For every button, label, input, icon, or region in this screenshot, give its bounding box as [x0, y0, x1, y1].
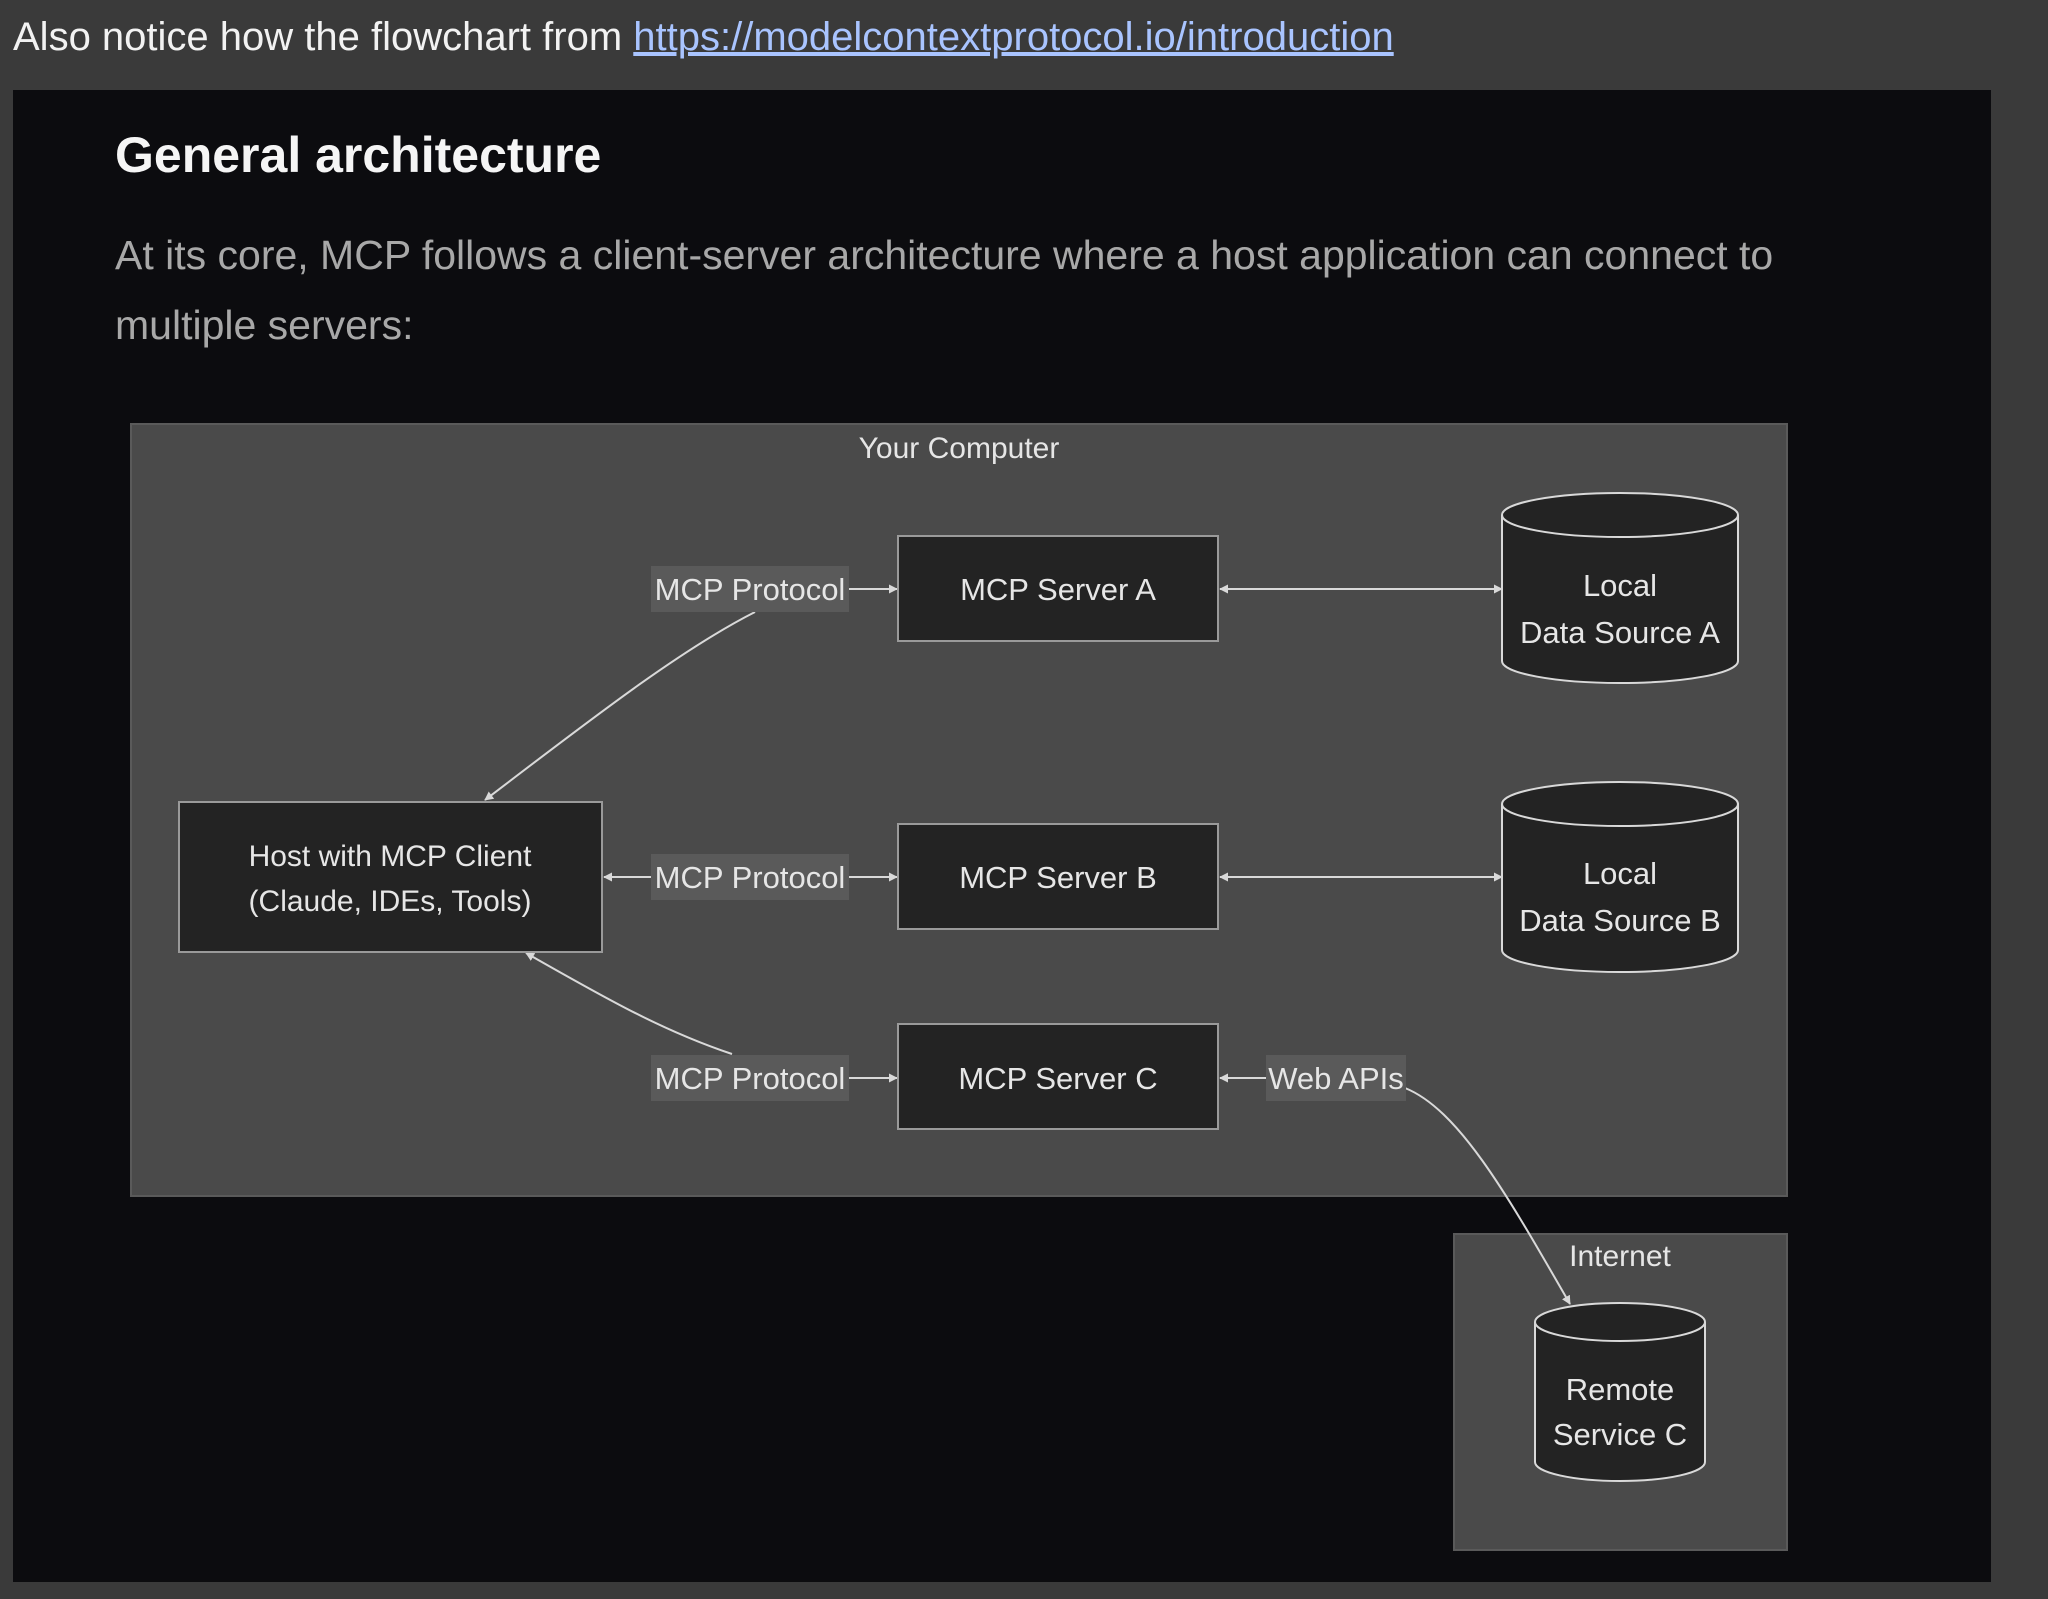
node-datasource-a-line2: Data Source A [1520, 615, 1720, 650]
node-remote-service-c-line1: Remote [1566, 1372, 1675, 1407]
node-server-a-label: MCP Server A [960, 572, 1156, 607]
label-web-apis: Web APIs [1268, 1061, 1404, 1096]
node-datasource-b [1501, 781, 1739, 973]
node-host [178, 801, 603, 953]
node-datasource-b-line1: Local [1583, 856, 1657, 891]
intro-text: Also notice how the flowchart from [13, 15, 634, 59]
edge-webapis-to-remote-c [1404, 1087, 1571, 1305]
edge-protocol-a-to-host [484, 611, 756, 801]
doc-title: General architecture [115, 127, 602, 183]
label-bg-protocol-a [651, 566, 849, 612]
node-datasource-b-line2: Data Source B [1519, 903, 1721, 938]
node-host-line2: (Claude, IDEs, Tools) [249, 885, 532, 918]
node-server-a [897, 535, 1219, 642]
edge-protocol-c-to-host [525, 952, 733, 1055]
node-remote-service-c [1534, 1302, 1706, 1482]
node-host-line1: Host with MCP Client [249, 840, 533, 873]
label-protocol-c: MCP Protocol [655, 1061, 846, 1096]
label-protocol-a: MCP Protocol [655, 572, 846, 607]
label-protocol-b: MCP Protocol [655, 860, 846, 895]
label-bg-web-apis [1266, 1055, 1406, 1101]
group-your-computer-label: Your Computer [859, 432, 1060, 465]
node-server-b-label: MCP Server B [959, 860, 1157, 895]
label-bg-protocol-c [651, 1055, 849, 1101]
node-server-b [897, 823, 1219, 930]
node-datasource-a [1501, 492, 1739, 684]
node-server-c [897, 1023, 1219, 1130]
doc-description: At its core, MCP follows a client-server… [115, 232, 1774, 348]
node-remote-service-c-line2: Service C [1553, 1417, 1687, 1452]
label-bg-protocol-b [651, 854, 849, 900]
intro-link[interactable]: https://modelcontextprotocol.io/introduc… [633, 15, 1394, 59]
intro-line: Also notice how the flowchart from https… [13, 12, 1394, 62]
node-datasource-a-line1: Local [1583, 568, 1657, 603]
group-internet-label: Internet [1569, 1240, 1671, 1273]
node-server-c-label: MCP Server C [958, 1061, 1157, 1096]
